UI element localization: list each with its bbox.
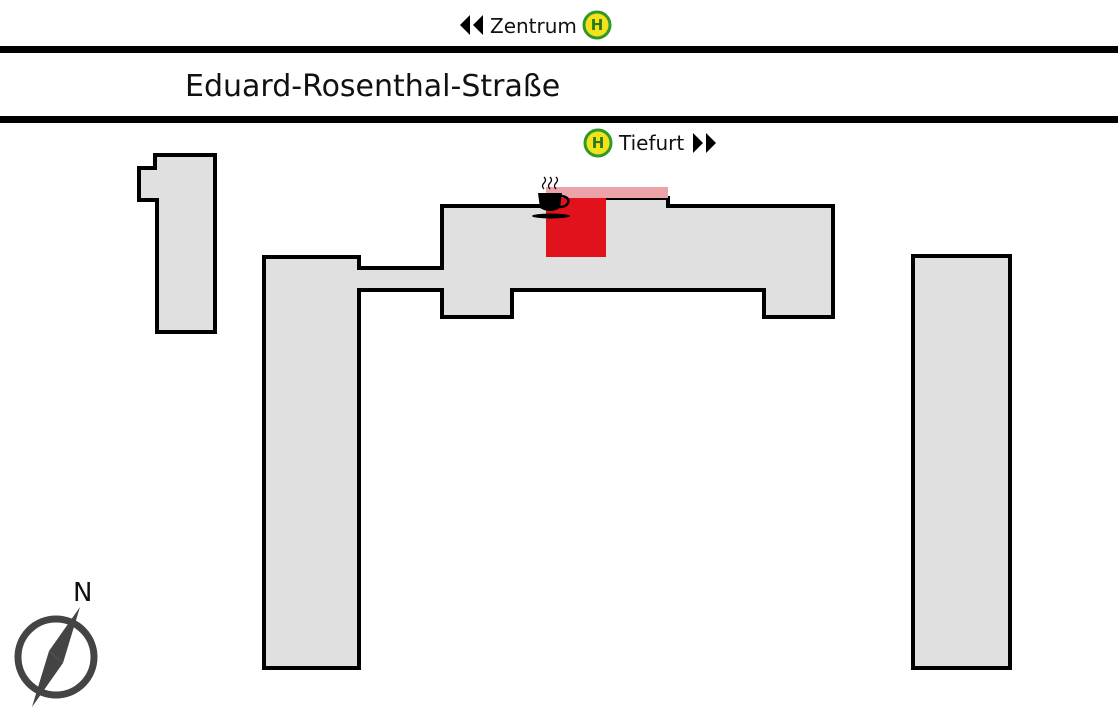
rewind-icon [460, 15, 483, 35]
fast-forward-icon [693, 133, 716, 153]
compass-icon [14, 607, 98, 707]
compass: N [14, 578, 98, 707]
building-small[interactable] [137, 153, 217, 334]
cafe-terrace [546, 187, 668, 198]
building-main[interactable] [262, 196, 835, 670]
coffee-cup-icon [532, 176, 570, 219]
bus-stop-symbol: H [592, 134, 605, 152]
street: Eduard-Rosenthal-Straße [0, 46, 1118, 123]
bus-stop-zentrum[interactable]: Zentrum H [460, 10, 612, 40]
street-edge-bottom [0, 116, 1118, 123]
cafe-highlight[interactable] [532, 176, 668, 257]
bus-stop-tiefurt[interactable]: H Tiefurt [583, 128, 716, 158]
north-label: N [73, 578, 92, 608]
bus-stop-label: Tiefurt [618, 131, 684, 155]
bus-stop-symbol: H [591, 16, 604, 34]
building-right[interactable] [911, 254, 1012, 670]
street-edge-top [0, 46, 1118, 53]
bus-stop-label: Zentrum [490, 14, 577, 38]
bus-stop-icon: H [582, 10, 612, 40]
buildings [137, 153, 1012, 670]
street-name: Eduard-Rosenthal-Straße [185, 69, 560, 104]
bus-stop-icon: H [583, 128, 613, 158]
